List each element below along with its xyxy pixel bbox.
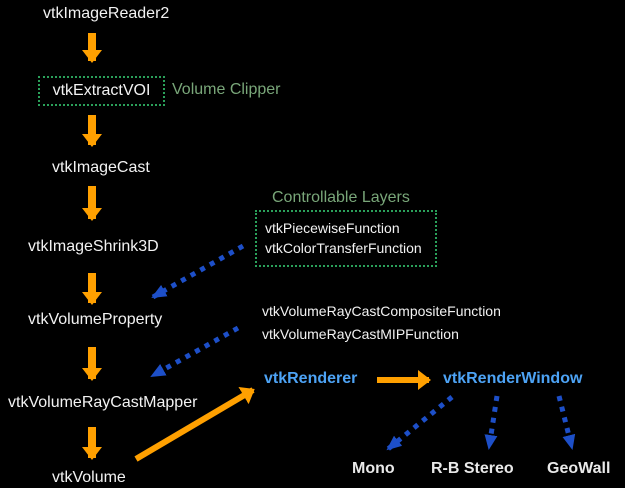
arrow-renderwindow-to-rbstereo	[484, 395, 500, 450]
node-display-mono: Mono	[352, 460, 395, 477]
controllable-layers-box: vtkPiecewiseFunction vtkColorTransferFun…	[255, 210, 437, 267]
arrow-renderwindow-to-mono	[386, 395, 454, 451]
arrow-layers-to-volumeproperty	[151, 243, 245, 300]
node-vtkrenderer: vtkRenderer	[264, 370, 358, 387]
arrow-functions-to-mapper	[150, 325, 240, 379]
arrow-volume-to-renderer	[134, 386, 255, 462]
node-vtkvolumeraycastmipfunction: vtkVolumeRayCastMIPFunction	[262, 326, 459, 342]
node-vtkcolortransferfunction: vtkColorTransferFunction	[265, 239, 422, 256]
volume-clipper-box: vtkExtractVOI	[38, 76, 165, 106]
node-display-geowall: GeoWall	[547, 460, 611, 477]
node-vtkrenderwindow: vtkRenderWindow	[443, 370, 583, 387]
node-display-rb-stereo: R-B Stereo	[431, 460, 514, 477]
node-vtkvolumeproperty: vtkVolumeProperty	[28, 311, 163, 328]
node-vtkpiecewisefunction: vtkPiecewiseFunction	[265, 220, 400, 237]
node-vtkvolumeraycastcompositefunction: vtkVolumeRayCastCompositeFunction	[262, 303, 501, 319]
controllable-layers-label: Controllable Layers	[272, 189, 410, 206]
node-vtkvolumeraycastmapper: vtkVolumeRayCastMapper	[8, 394, 198, 411]
node-vtkimageshrink3d: vtkImageShrink3D	[28, 238, 159, 255]
node-vtkextractvoi: vtkExtractVOI	[52, 82, 151, 100]
arrow-renderwindow-to-geowall	[556, 395, 576, 450]
node-vtkimagereader2: vtkImageReader2	[43, 5, 170, 22]
node-vtkvolume: vtkVolume	[52, 469, 126, 486]
volume-clipper-label: Volume Clipper	[172, 81, 281, 98]
node-vtkimagecast: vtkImageCast	[52, 159, 150, 176]
